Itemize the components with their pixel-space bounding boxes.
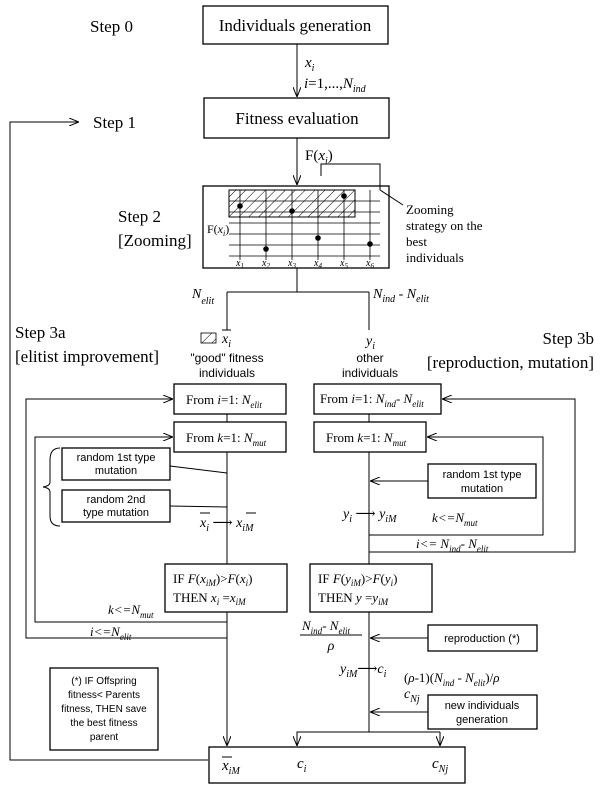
step3b-label: Step 3b	[543, 329, 594, 348]
fitness-evaluation-box	[203, 97, 390, 139]
random2-left-box	[61, 489, 171, 523]
from-i-ind-box	[313, 383, 442, 415]
if-left-line1: IF F(xiM)>F(xi)	[173, 571, 253, 588]
yi-top-label: yi	[364, 334, 375, 352]
random1-left-text-1: random 1st type	[77, 452, 156, 464]
random2-left-text-2: type mutation	[83, 507, 149, 519]
grid-x-labels: x1 x2 x3 x4 x5 x6	[235, 258, 374, 270]
reproduction-text: reproduction (*)	[444, 633, 520, 645]
left-brace	[42, 447, 61, 527]
svg-text:x3: x3	[287, 258, 296, 270]
n-elit-label: Nelit	[191, 287, 214, 307]
svg-text:x6: x6	[365, 258, 374, 270]
good-xi-label: xi	[221, 332, 231, 350]
note-text: (*) IF Offspring fitness< Parents fitnes…	[61, 676, 147, 743]
svg-text:fitness< Parents: fitness< Parents	[68, 690, 140, 701]
from-k-mut-left-text: From k=1: Nmut	[186, 430, 267, 448]
from-k-mut-right-box	[313, 421, 427, 453]
i-le-right: i<= Nind- Nelit	[416, 536, 489, 554]
if-then-left-box	[164, 563, 288, 613]
random1-right-text-1: random 1st type	[443, 469, 522, 481]
svg-text:x2: x2	[261, 258, 270, 270]
bottom-ci: ci	[297, 756, 307, 775]
svg-text:Zooming: Zooming	[406, 202, 454, 217]
i-le-left: i<=Nelit	[90, 624, 132, 642]
loop-k-left	[34, 437, 227, 623]
random1-right-text-2: mutation	[461, 483, 503, 495]
step1-label: Step 1	[93, 113, 136, 132]
svg-text:strategy on the: strategy on the	[406, 218, 483, 233]
fitness-evaluation-text: Fitness evaluation	[235, 109, 359, 128]
frac-denominator: ρ	[327, 639, 335, 654]
svg-text:(*) IF Offspring: (*) IF Offspring	[71, 676, 136, 687]
good-legend-swatch	[200, 332, 217, 344]
svg-text:best: best	[406, 234, 427, 249]
random1-left-text-2: mutation	[95, 465, 137, 477]
reproduction-box	[427, 624, 538, 652]
k-le-nmut-left: k<=Nmut	[108, 602, 154, 620]
step0-label: Step 0	[90, 17, 133, 36]
zoom-points	[237, 193, 373, 252]
loop-i-right	[369, 399, 576, 553]
n-ind-minus-elit-label: Nind - Nelit	[372, 287, 429, 305]
other-text-2: individuals	[342, 366, 398, 380]
from-k-mut-right-text: From k=1: Nmut	[326, 430, 407, 448]
if-then-right-box	[309, 563, 433, 613]
if-left-line2: THEN xi =xiM	[173, 590, 246, 607]
svg-text:x4: x4	[313, 258, 322, 270]
zooming-note: Zooming strategy on the best individuals	[406, 202, 483, 265]
result-box	[208, 746, 466, 784]
i-range-label: i=1,...,Nind	[304, 76, 367, 95]
from-i-elit-text: From i=1: Nelit	[186, 392, 262, 410]
new-individuals-box	[427, 694, 538, 730]
k-le-nmut-right: k<=Nmut	[432, 510, 478, 528]
from-i-elit-box	[173, 383, 287, 415]
step3b-sublabel: [reproduction, mutation]	[427, 353, 594, 372]
xi-flow-label: xi	[304, 55, 315, 74]
good-text-2: individuals	[199, 366, 255, 380]
svg-text:x1: x1	[235, 258, 244, 270]
individuals-generation-text: Individuals generation	[219, 16, 372, 35]
c-nj-mid-label: cNj	[404, 687, 420, 705]
good-text-1: "good" fitness	[190, 351, 263, 365]
random2-left-text-1: random 2nd	[87, 494, 146, 506]
svg-text:parent: parent	[90, 732, 119, 743]
yim-to-ci-label: yiM⟶ci	[338, 662, 387, 680]
step3a-sublabel: [elitist improvement]	[15, 347, 159, 366]
new-individuals-text-2: generation	[456, 714, 508, 726]
random1-left-box	[61, 447, 171, 481]
loop-i-left	[25, 399, 227, 639]
zoom-grid	[229, 190, 380, 260]
other-text-1: other	[356, 351, 383, 365]
new-individuals-text-1: new individuals	[445, 700, 520, 712]
grid-f-label: F(xi)	[207, 222, 229, 238]
from-k-mut-left-box	[173, 421, 287, 453]
from-i-ind-text: From i=1: Nind- Nelit	[320, 391, 424, 409]
step3a-label: Step 3a	[15, 323, 66, 342]
note-box	[49, 667, 159, 751]
yi-to-yim-label: yi ⟶ yiM	[341, 507, 397, 525]
individuals-generation-box	[202, 5, 389, 45]
step2-sublabel: [Zooming]	[118, 231, 192, 250]
svg-text:the best fitness: the best fitness	[70, 718, 137, 729]
frac-numerator: Nind- Nelit	[301, 618, 350, 636]
step2-label: Step 2	[118, 207, 161, 226]
rho-expr-label: (ρ-1)(Nind - Nelit)/ρ	[404, 670, 500, 688]
loop-k-right	[369, 437, 544, 536]
svg-text:individuals: individuals	[406, 250, 464, 265]
svg-text:x5: x5	[339, 258, 348, 270]
if-right-line2: THEN y =yiM	[318, 590, 389, 607]
xi-to-xim-label: xi ⟶ xiM	[199, 516, 254, 534]
svg-text:fitness, THEN save: fitness, THEN save	[61, 704, 147, 715]
if-right-line1: IF F(yiM)>F(yi)	[318, 571, 398, 588]
loop-to-step1	[9, 122, 208, 761]
